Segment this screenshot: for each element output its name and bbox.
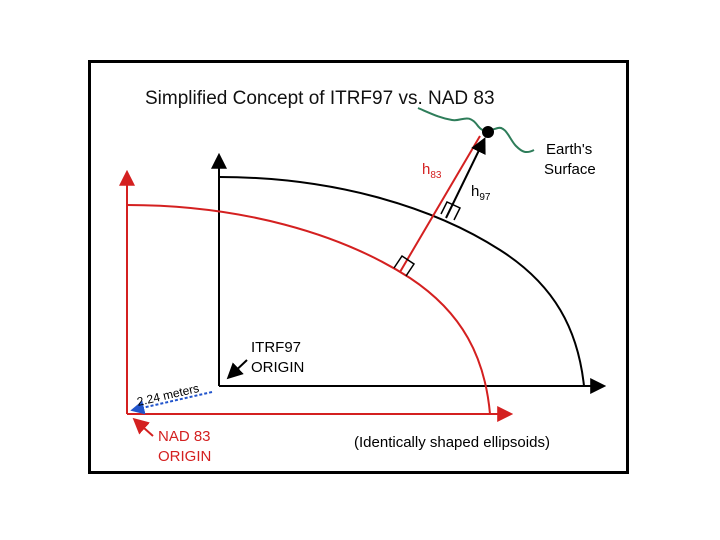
- surface-point: [482, 126, 494, 138]
- nad83-ellipsoid: [126, 204, 491, 415]
- offset-label: 2.24 meters: [136, 381, 201, 409]
- diagram-frame: [88, 60, 629, 474]
- h97-right-angle: [440, 201, 462, 221]
- h83-right-angle: [393, 254, 416, 277]
- h97-line: [445, 137, 486, 219]
- earth-surface-label-line2: Surface: [544, 161, 596, 178]
- ellipsoids-note: (Identically shaped ellipsoids): [354, 434, 550, 451]
- h83-label: h83: [422, 161, 442, 181]
- itrf97-origin-label-line1: ITRF97: [251, 339, 301, 356]
- earth-surface-label-line1: Earth's: [546, 141, 592, 158]
- nad83-origin-label-line1: NAD 83: [158, 428, 211, 445]
- nad83-origin-arrow: [132, 417, 154, 437]
- earth-surface-line: [417, 107, 535, 154]
- h83-line: [399, 135, 481, 273]
- nad83-origin-label-line2: ORIGIN: [158, 448, 211, 465]
- h97-label: h97: [471, 183, 491, 203]
- itrf97-origin-label-line2: ORIGIN: [251, 359, 304, 376]
- itrf97-origin-arrow: [226, 359, 248, 380]
- diagram-title: Simplified Concept of ITRF97 vs. NAD 83: [145, 88, 495, 109]
- itrf97-ellipsoid: [218, 176, 585, 387]
- offset-line: [130, 391, 213, 415]
